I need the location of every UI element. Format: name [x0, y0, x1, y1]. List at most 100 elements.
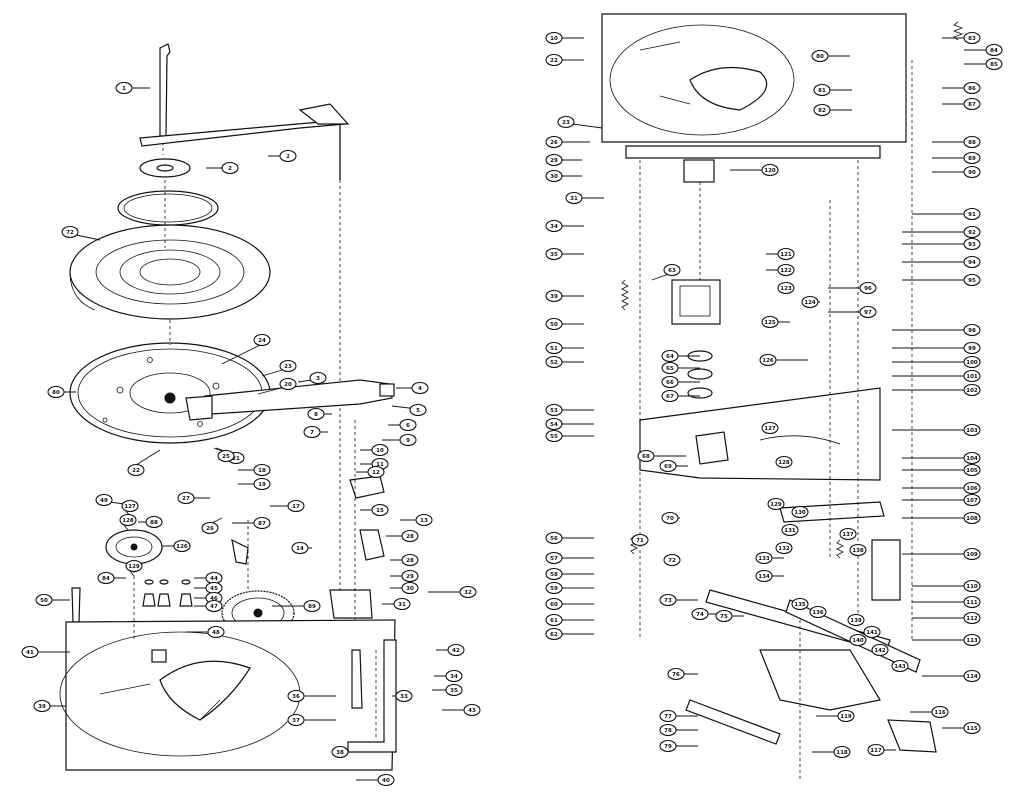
- callout-number: 89: [968, 156, 976, 162]
- right-callout-67: 67: [661, 389, 700, 403]
- callout-number: 1: [122, 86, 126, 92]
- callout-number: 23: [562, 120, 570, 126]
- left-callout-23: 23: [261, 359, 297, 377]
- callout-number: 87: [258, 521, 266, 527]
- callout-number: 41: [26, 650, 34, 656]
- callout-number: 119: [840, 714, 852, 720]
- callout-number: 87: [968, 102, 976, 108]
- callout-number: 35: [450, 688, 458, 694]
- pickup-arm: [185, 379, 395, 421]
- callout-number: 72: [668, 558, 676, 564]
- right-callout-83: 83: [942, 31, 981, 45]
- callout-number: 105: [966, 468, 978, 474]
- right-callout-116: 116: [910, 705, 949, 719]
- callout-number: 96: [864, 286, 872, 292]
- right-callout-132: 132: [775, 541, 793, 555]
- callout-number: 59: [550, 586, 558, 592]
- right-callout-108: 108: [902, 511, 981, 525]
- right-callout-70: 70: [661, 511, 680, 525]
- left-callout-30: 30: [390, 581, 419, 595]
- springs: [621, 21, 964, 559]
- right-callout-126: 126: [759, 353, 808, 367]
- right-callout-105: 105: [902, 463, 981, 477]
- left-callout-24: 24: [221, 333, 271, 365]
- right-callout-115: 115: [942, 721, 981, 735]
- left-callout-36: 36: [287, 689, 336, 703]
- callout-number: 17: [292, 504, 300, 510]
- left-callout-1: 1: [115, 81, 150, 95]
- callout-number: 3: [316, 376, 320, 382]
- callout-number: 102: [966, 388, 978, 394]
- callout-number: 126: [176, 544, 188, 550]
- left-callout-88: 88: [138, 515, 163, 529]
- right-callout-91: 91: [912, 207, 981, 221]
- right-callout-10: 10: [545, 31, 584, 45]
- callout-number: 33: [400, 694, 408, 700]
- right-callout-130: 130: [791, 505, 809, 519]
- callout-number: 90: [968, 170, 976, 176]
- callout-number: 23: [284, 364, 292, 370]
- arm-rest-bar: [139, 103, 350, 600]
- callout-number: 128: [778, 460, 790, 466]
- callout-number: 80: [816, 54, 824, 60]
- right-callout-75: 75: [715, 609, 744, 623]
- callout-number: 40: [382, 778, 390, 784]
- right-callout-35: 35: [545, 247, 584, 261]
- callout-number: 26: [206, 526, 214, 532]
- right-callout-80: 80: [811, 49, 850, 63]
- left-callout-10: 10: [360, 443, 389, 457]
- right-callout-26: 26: [545, 135, 590, 149]
- left-callout-28: 28: [386, 529, 419, 543]
- callout-number: 2: [286, 154, 290, 160]
- left-callout-14: 14: [291, 541, 312, 555]
- right-callout-87: 87: [942, 97, 981, 111]
- callout-number: 118: [836, 750, 848, 756]
- left-callout-32: 32: [428, 585, 477, 599]
- right-callout-30: 30: [545, 169, 582, 183]
- left-callout-8: 8: [307, 407, 332, 421]
- right-callout-96: 96: [828, 281, 877, 295]
- left-callout-38: 38: [331, 745, 350, 759]
- callout-number: 11: [376, 462, 384, 468]
- callout-number: 112: [966, 616, 978, 622]
- callout-number: 12: [372, 470, 380, 476]
- callout-number: 7: [310, 430, 314, 436]
- right-callout-95: 95: [902, 273, 981, 287]
- left-callout-50: 50: [35, 593, 70, 607]
- turntable-mat: [69, 224, 271, 320]
- callout-number: 30: [406, 586, 414, 592]
- callout-number: 26: [550, 140, 558, 146]
- left-callout-47: 47: [194, 599, 223, 613]
- right-callout-57: 57: [545, 551, 594, 565]
- left-callout-43: 43: [442, 703, 481, 717]
- callout-number: 20: [284, 382, 292, 388]
- callout-number: 29: [406, 574, 414, 580]
- right-callout-98: 98: [892, 323, 981, 337]
- callout-number: 28: [406, 558, 414, 564]
- right-callout-139: 139: [847, 613, 865, 627]
- carriage-block: [671, 159, 721, 325]
- callout-number: 130: [794, 510, 806, 516]
- right-callout-137: 137: [839, 527, 857, 541]
- right-callout-59: 59: [545, 581, 594, 595]
- callout-number: 141: [866, 630, 878, 636]
- callout-number: 22: [550, 58, 558, 64]
- callout-number: 74: [696, 612, 704, 618]
- right-callout-111: 111: [912, 595, 981, 609]
- callout-number: 99: [968, 346, 976, 352]
- callout-number: 88: [150, 520, 158, 526]
- right-callout-72: 72: [663, 553, 681, 567]
- callout-number: 35: [550, 252, 558, 258]
- callout-number: 89: [308, 604, 316, 610]
- callout-number: 48: [212, 630, 220, 636]
- left-callout-2: 2: [206, 161, 239, 175]
- left-callout-89: 89: [272, 599, 321, 613]
- right-callout-77: 77: [659, 709, 698, 723]
- callout-number: 114: [966, 674, 978, 680]
- callout-number: 47: [210, 604, 218, 610]
- left-callout-49: 49: [95, 493, 125, 507]
- callout-number: 86: [968, 86, 976, 92]
- callout-number: 92: [968, 230, 976, 236]
- left-callout-15: 15: [360, 503, 389, 517]
